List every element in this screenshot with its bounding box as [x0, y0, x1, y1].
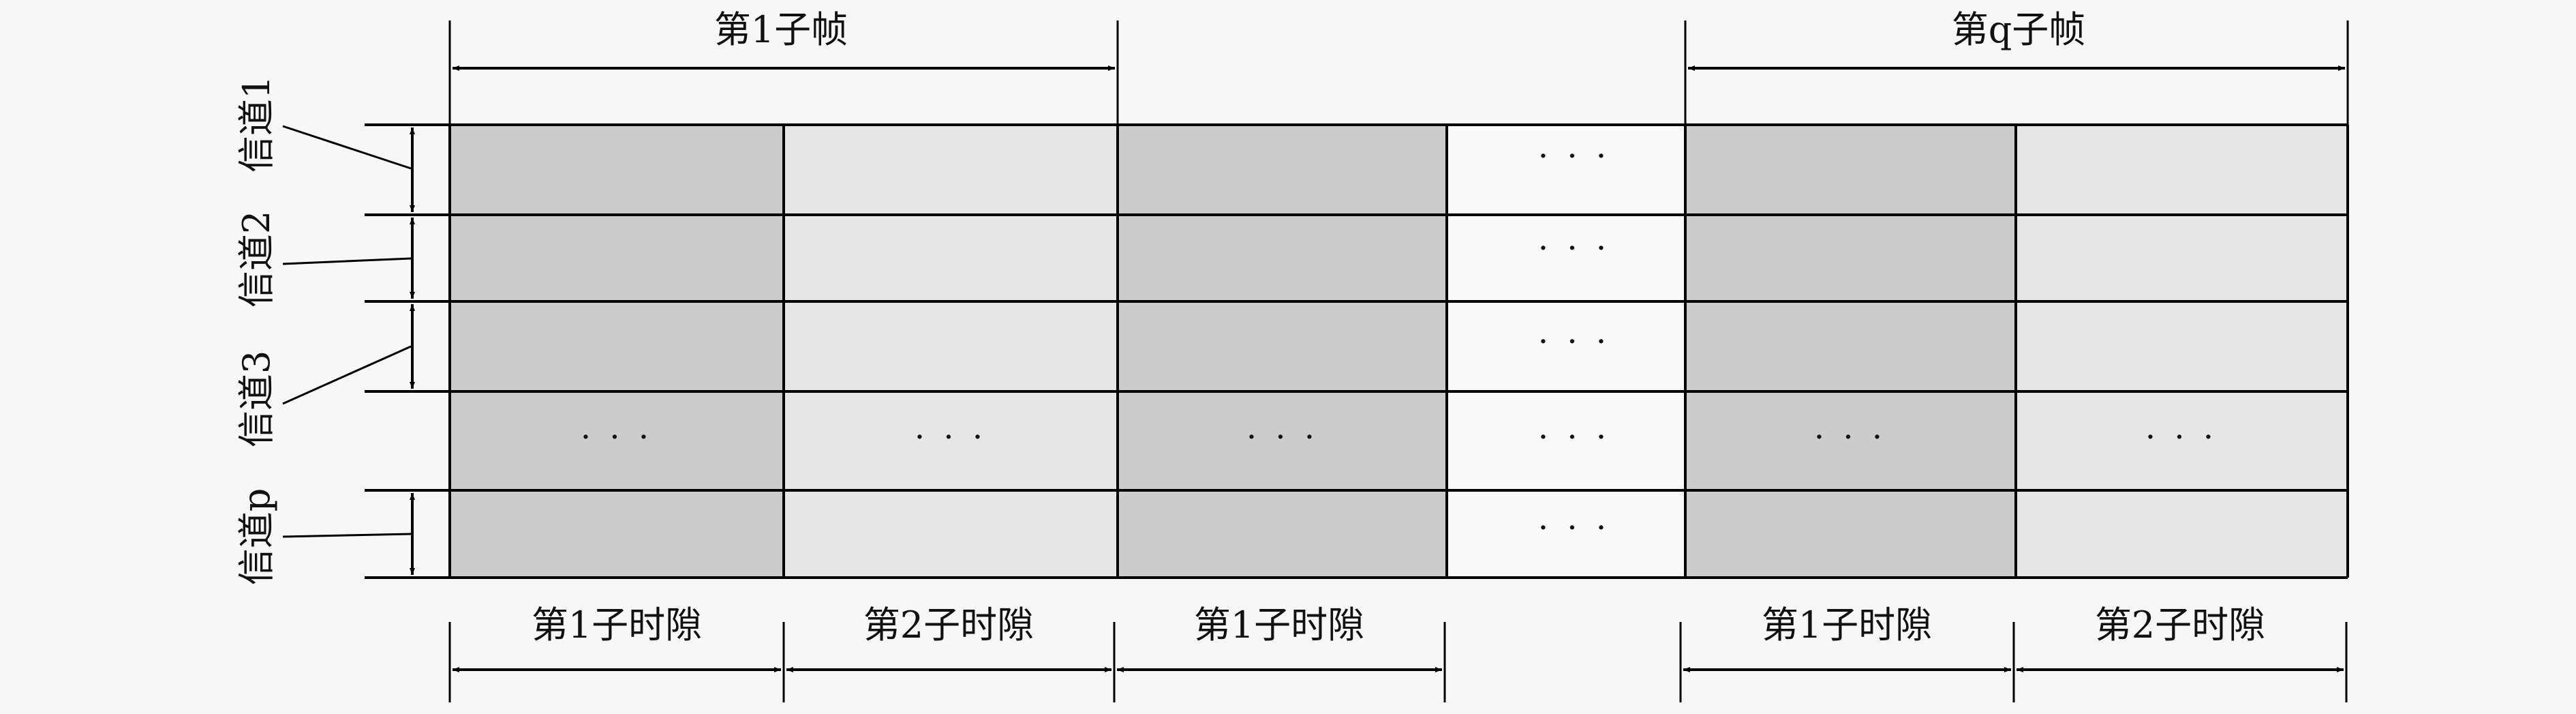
channel-leaders	[282, 125, 412, 538]
cell	[1685, 215, 2016, 301]
subslot-label: 第2子时隙	[2095, 604, 2265, 646]
subslot-label: 第2子时隙	[863, 604, 1034, 646]
subslot-ticks	[448, 622, 2348, 702]
cell	[1685, 490, 2016, 578]
slot-grid	[450, 125, 2348, 578]
leader-line	[282, 257, 412, 265]
cell	[1118, 391, 1447, 490]
cell	[450, 125, 784, 215]
cell	[784, 125, 1118, 215]
cell	[2016, 301, 2348, 391]
cell	[1685, 301, 2016, 391]
channel-label: 信道2	[235, 211, 278, 308]
cell	[784, 490, 1118, 578]
subslot-label: 第1子时隙	[532, 604, 702, 646]
ellipsis: · · ·	[1538, 229, 1610, 267]
cell	[1118, 215, 1447, 301]
cell	[450, 301, 784, 391]
channel-label: 信道1	[235, 76, 278, 173]
subslot-label: 第1子时隙	[1762, 604, 1932, 646]
ellipsis: · · ·	[581, 418, 653, 456]
cell	[1685, 125, 2016, 215]
cell	[1685, 391, 2016, 490]
leader-line	[282, 533, 412, 538]
cell	[784, 391, 1118, 490]
cell	[2016, 215, 2348, 301]
ellipsis: · · ·	[1246, 418, 1319, 456]
subframe-ticks	[448, 20, 2349, 125]
ellipsis: · · ·	[915, 418, 987, 456]
cell	[2016, 391, 2348, 490]
ellipsis: · · ·	[1538, 509, 1610, 547]
cell	[784, 301, 1118, 391]
channel-label: 信道p	[235, 488, 278, 586]
cell	[450, 490, 784, 578]
cell	[1118, 301, 1447, 391]
cell	[784, 215, 1118, 301]
cell	[1447, 125, 1685, 578]
leader-line	[282, 125, 412, 170]
cell	[450, 391, 784, 490]
ellipsis: · · ·	[1538, 418, 1610, 456]
subslot-label: 第1子时隙	[1194, 604, 1364, 646]
grid-lines	[365, 123, 2349, 579]
ellipsis-group: · · · · · · · · · · · · · · · · · · · · …	[581, 137, 2218, 547]
channel-label: 信道3	[235, 351, 278, 447]
cell	[2016, 490, 2348, 578]
subframe-label: 第1子帧	[714, 8, 848, 51]
cell	[2016, 125, 2348, 215]
leader-line	[282, 345, 412, 405]
subframe-label: 第q子帧	[1952, 8, 2086, 51]
ellipsis: · · ·	[1538, 323, 1610, 361]
cell	[1118, 125, 1447, 215]
ellipsis: · · ·	[1538, 137, 1610, 175]
ellipsis: · · ·	[1814, 418, 1886, 456]
ellipsis: · · ·	[2145, 418, 2218, 456]
cell	[450, 215, 784, 301]
cell	[1118, 490, 1447, 578]
